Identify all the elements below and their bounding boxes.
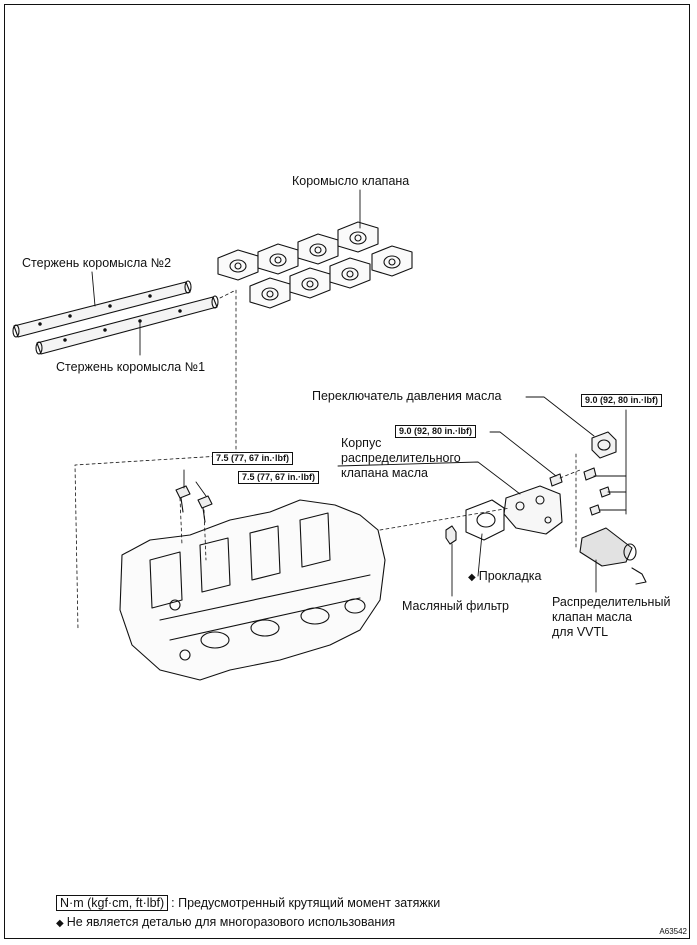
cylinder-head — [119, 499, 386, 681]
label-rocker-shaft-1: Стержень коромысла №1 — [56, 360, 206, 374]
gasket — [465, 499, 505, 541]
rocker-arms — [217, 221, 413, 309]
nonreusable-diamond-icon: ◆ — [468, 572, 476, 583]
label-gasket-text: Прокладка — [478, 569, 542, 583]
ocv-housing — [503, 485, 563, 535]
label-vvtl-ocv-line1: Распределительный — [552, 595, 671, 609]
label-ocv-housing-line1: Корпус — [341, 436, 382, 450]
torque-box-bolt-left: 7.5 (77, 67 in.·lbf) — [212, 452, 294, 465]
label-rocker-shaft-2: Стержень коромысла №2 — [22, 256, 172, 270]
label-ocv-housing-line2: распределительного — [341, 451, 461, 465]
label-vvtl-ocv-line2: клапан масла — [552, 610, 632, 624]
legend-torque-text: : Предусмотренный крутящий момент затяжк… — [171, 896, 441, 910]
rocker-shaft-1 — [35, 295, 219, 355]
leader-lines — [91, 189, 627, 597]
label-oil-filter: Масляный фильтр — [402, 599, 509, 613]
ocv-fasteners — [549, 467, 611, 516]
label-gasket: ◆Прокладка — [468, 569, 541, 585]
catalog-number: A63542 — [659, 927, 687, 936]
legend-nonreusable: ◆Не является деталью для многоразового и… — [56, 915, 395, 931]
label-vvtl-ocv: Распределительный клапан масла для VVTL — [552, 595, 670, 640]
label-rocker-arm: Коромысло клапана — [292, 174, 410, 188]
legend-torque-unit-box: N·m (kgf·cm, ft·lbf) — [56, 895, 169, 911]
label-oil-pressure-switch: Переключатель давления масла — [312, 389, 502, 403]
head-bolts — [175, 485, 213, 523]
torque-box-bolt-right: 7.5 (77, 67 in.·lbf) — [238, 471, 320, 484]
rocker-shaft-2 — [12, 280, 192, 338]
vvtl-oil-control-valve — [579, 527, 647, 585]
legend-torque: N·m (kgf·cm, ft·lbf): Предусмотренный кр… — [56, 895, 440, 911]
legend-nonreusable-text: Не является деталью для многоразового ис… — [66, 915, 396, 929]
torque-box-ocv-housing: 9.0 (92, 80 in.·lbf) — [395, 425, 477, 438]
oil-pressure-switch — [591, 431, 617, 459]
label-ocv-housing: Корпус распределительного клапана масла — [341, 436, 461, 481]
diagram-frame — [4, 4, 690, 939]
torque-box-oil-pressure-switch: 9.0 (92, 80 in.·lbf) — [581, 394, 663, 407]
legend-diamond-icon: ◆ — [56, 918, 64, 929]
oil-filter — [445, 525, 457, 545]
label-vvtl-ocv-line3: для VVTL — [552, 625, 609, 639]
label-ocv-housing-line3: клапана масла — [341, 466, 428, 480]
